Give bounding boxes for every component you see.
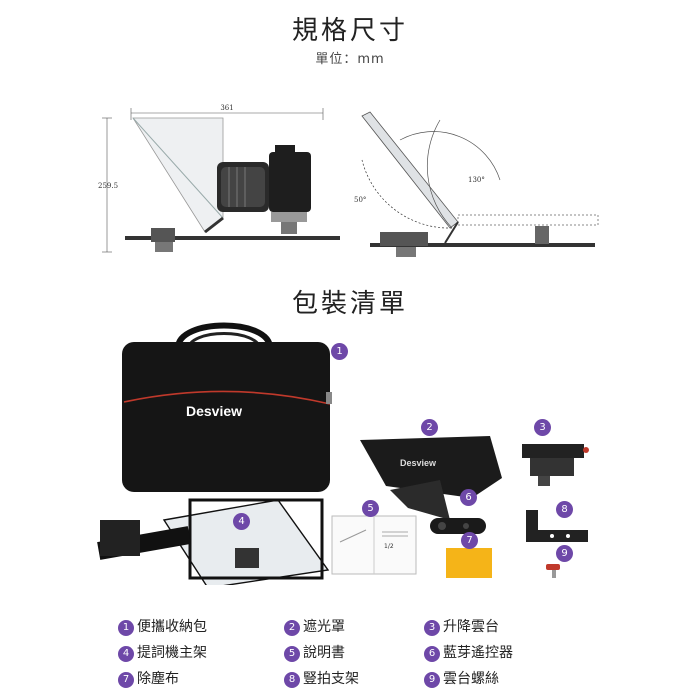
vertical-bracket — [526, 510, 588, 542]
tripod-screw — [546, 564, 560, 578]
legend-num: 2 — [284, 620, 300, 636]
badge-5: 5 — [362, 500, 379, 517]
bluetooth-remote — [430, 518, 486, 534]
angle-high-label: 130° — [468, 176, 485, 184]
legend-label: 豎拍支架 — [303, 671, 359, 687]
legend-num: 1 — [118, 620, 134, 636]
legend-label: 除塵布 — [137, 671, 179, 687]
badge-1: 1 — [331, 343, 348, 360]
bag-brand-logo: Desview — [186, 403, 242, 419]
angle-low-label: 50° — [354, 196, 366, 204]
spec-title: 規格尺寸 — [291, 16, 408, 46]
legend-num: 7 — [118, 672, 134, 688]
light-hood: Desview — [360, 436, 502, 520]
instruction-manual: 1/2 — [331, 515, 417, 575]
cleaning-cloth — [446, 548, 492, 578]
teleprompter-frame — [97, 498, 330, 585]
legend-num: 9 — [424, 672, 440, 688]
badge-3: 3 — [534, 419, 551, 436]
side-dimension-diagram: 361 259.5 — [98, 104, 340, 253]
badge-4: 4 — [233, 513, 250, 530]
legend-label: 雲台螺絲 — [443, 671, 499, 687]
legend-num: 6 — [424, 646, 440, 662]
packing-illustration: Desview Desview 1/2 — [97, 322, 589, 585]
badge-6: 6 — [460, 489, 477, 506]
width-dimension-label: 361 — [220, 104, 233, 112]
packing-title: 包裝清單 — [291, 289, 408, 319]
legend-label: 升降雲台 — [443, 619, 499, 635]
angle-diagram: 50° 130° — [354, 111, 599, 257]
legend-num: 5 — [284, 646, 300, 662]
legend-label: 便攜收納包 — [137, 619, 207, 635]
carry-bag: Desview — [122, 322, 332, 492]
legend-num: 4 — [118, 646, 134, 662]
badge-9: 9 — [556, 545, 573, 562]
legend-label: 遮光罩 — [303, 619, 345, 635]
manual-page-label: 1/2 — [384, 543, 394, 550]
legend-label: 提詞機主架 — [137, 645, 207, 661]
legend-num: 3 — [424, 620, 440, 636]
badge-7: 7 — [461, 532, 478, 549]
legend-label: 藍芽遙控器 — [443, 645, 513, 661]
legend-num: 8 — [284, 672, 300, 688]
hood-brand-logo: Desview — [400, 458, 437, 468]
riser-head — [522, 444, 589, 486]
badge-2: 2 — [421, 419, 438, 436]
badge-8: 8 — [556, 501, 573, 518]
unit-label: 單位：mm — [315, 52, 385, 67]
legend-label: 說明書 — [303, 645, 345, 661]
height-dimension-label: 259.5 — [98, 182, 118, 190]
